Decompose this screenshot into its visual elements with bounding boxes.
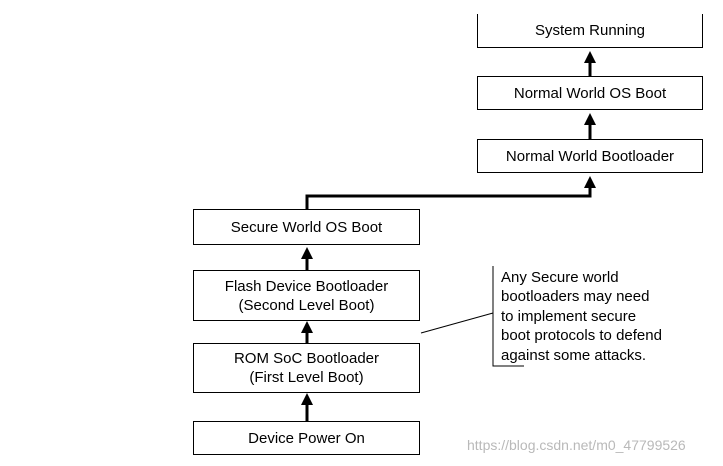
device-power-on-box: Device Power On <box>193 421 420 455</box>
rom-soc-bootloader-box: ROM SoC Bootloader (First Level Boot) <box>193 343 420 393</box>
secure-world-os-boot-box: Secure World OS Boot <box>193 209 420 245</box>
flash-device-bootloader-box: Flash Device Bootloader (Second Level Bo… <box>193 270 420 321</box>
rom-bootloader-label-line2: (First Level Boot) <box>249 369 364 386</box>
secure-world-os-boot-label: Secure World OS Boot <box>230 218 383 236</box>
normal-world-bootloader-box: Normal World Bootloader <box>477 139 703 173</box>
normal-world-bootloader-label: Normal World Bootloader <box>505 147 675 165</box>
secure-note: Any Secure world bootloaders may need to… <box>501 268 662 365</box>
note-border <box>492 266 524 367</box>
arrow-secure-os-to-normal-bootloader <box>305 176 596 209</box>
note-line: bootloaders may need <box>501 288 650 306</box>
note-callout-line <box>420 312 494 334</box>
note-line: against some attacks. <box>501 346 647 364</box>
system-running-box: System Running <box>477 14 703 48</box>
note-line: boot protocols to defend <box>501 327 662 345</box>
normal-world-os-boot-box: Normal World OS Boot <box>477 76 703 110</box>
system-running-label: System Running <box>534 22 646 39</box>
flash-bootloader-label-line1: Flash Device Bootloader <box>224 277 389 295</box>
device-power-on-label: Device Power On <box>248 429 365 447</box>
normal-world-os-boot-label: Normal World OS Boot <box>513 84 667 102</box>
note-line: to implement secure <box>501 307 637 325</box>
rom-bootloader-label-line1: ROM SoC Bootloader <box>233 350 380 367</box>
note-line: Any Secure world <box>501 269 619 286</box>
flash-bootloader-label-line2: (Second Level Boot) <box>238 296 375 314</box>
watermark-url: https://blog.csdn.net/m0_47799526 <box>467 437 686 453</box>
